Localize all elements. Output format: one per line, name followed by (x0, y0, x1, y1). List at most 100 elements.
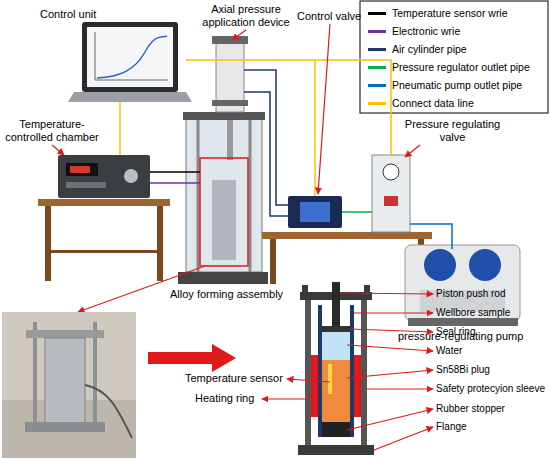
laptop-screen (87, 27, 173, 87)
water (322, 332, 350, 360)
part-label: Pressure regulating valve (400, 118, 505, 144)
part-label: Temperature-controlled chamber (2, 118, 102, 144)
leader-line (232, 30, 246, 40)
photo-cylinder (45, 338, 85, 423)
valve-solenoid (300, 202, 330, 222)
tie-rod (197, 120, 200, 272)
leader-line (347, 345, 433, 351)
cylinder-cap (212, 36, 248, 44)
part-label: Control valve (297, 10, 361, 23)
controller-body (58, 155, 150, 198)
legend-row: Pressure regulator outlet pipe (364, 58, 546, 76)
legend-row: Air cylinder pipe (364, 40, 546, 58)
photo-plate (25, 422, 105, 432)
rubber-stopper (322, 422, 350, 437)
cylinder-cap (212, 100, 248, 106)
controller-knob (124, 169, 138, 183)
tie-rod (249, 120, 252, 272)
part-label: Wellbore sample (436, 306, 510, 319)
legend-text: Air cylinder pipe (392, 43, 467, 55)
leader-line (367, 388, 433, 389)
legend-text: Connect data line (392, 97, 474, 109)
heating-ring (354, 355, 361, 417)
plot-curve (97, 36, 167, 78)
part-label: Alloy forming assembly (170, 288, 283, 301)
push-rod (227, 120, 233, 160)
leader-line (318, 24, 330, 194)
legend-text: Temperature sensor wrie (392, 7, 508, 19)
sensor-wire (150, 171, 200, 173)
air-pipe (244, 92, 288, 216)
flange (298, 445, 374, 455)
table-leg (45, 206, 51, 281)
chamber-glass (186, 118, 262, 272)
legend-swatch (368, 102, 386, 105)
pump-motor (469, 249, 501, 281)
wellbore-wall (318, 305, 322, 437)
part-label: Water (436, 344, 462, 357)
highlight-outline (200, 158, 248, 266)
regulator-body (372, 155, 410, 232)
data-line (314, 60, 316, 196)
pump-pipe (410, 224, 452, 249)
table-bar (51, 250, 157, 253)
assembly-photo (2, 312, 136, 458)
legend-row: Temperature sensor wrie (364, 4, 546, 22)
legend-text: Electronic wrie (392, 25, 460, 37)
heating-ring (311, 355, 318, 417)
data-line (186, 60, 391, 155)
temperature-probe (328, 364, 332, 394)
part-label: Axial pressure application device (196, 3, 296, 29)
safety-sleeve-wall (361, 300, 367, 445)
pressure-gauge (383, 164, 399, 180)
valve-body (288, 196, 342, 228)
part-label: Sn58Bi plug (436, 363, 490, 376)
wellbore-wall (350, 305, 354, 437)
legend-swatch (368, 84, 386, 87)
part-leaders (262, 293, 433, 450)
seal-ring (322, 326, 350, 332)
electronic-wire (150, 182, 200, 184)
part-label: Safety protecyion sleeve (436, 382, 545, 395)
assembly-schematic (298, 282, 374, 455)
table-top (38, 199, 170, 206)
pressure-regulating-valve (372, 155, 410, 232)
left-table (38, 199, 170, 281)
display-digits (70, 166, 90, 173)
controller-buttons (66, 182, 106, 188)
legend: Temperature sensor wrieElectronic wrieAi… (364, 4, 546, 112)
part-label: Flange (436, 420, 467, 433)
part-label: Heating ring (195, 392, 254, 405)
table-leg (270, 239, 276, 284)
part-label: Temperature sensor (185, 372, 283, 385)
safety-sleeve-wall (305, 300, 311, 445)
bolt-head (302, 285, 308, 292)
table-leg (157, 206, 163, 281)
alloy-plug (322, 360, 350, 422)
legend-frame (360, 1, 548, 113)
temperature-controller (58, 155, 150, 198)
legend-swatch (368, 30, 386, 33)
axial-pressure-device (178, 36, 268, 284)
laptop-frame (82, 22, 178, 92)
legend-row: Electronic wrie (364, 22, 546, 40)
leader-line (287, 379, 330, 382)
control-valve (288, 196, 342, 228)
piston-rod (332, 282, 340, 328)
pump-motor (424, 249, 456, 281)
legend-text: Pressure regulator outlet pipe (392, 61, 530, 73)
part-label: Control unit (40, 8, 96, 21)
legend-row: Connect data line (364, 94, 546, 112)
regulator-knob (384, 196, 398, 206)
legend-swatch (368, 66, 386, 69)
legend-swatch (368, 12, 386, 15)
leader-line (347, 370, 433, 378)
plot-axes (95, 32, 168, 80)
photo-cable (85, 385, 132, 438)
bolt-head (364, 285, 370, 292)
leader-line (405, 145, 420, 157)
legend-text: Pneumatic pump outlet pipe (392, 79, 522, 91)
forming-assembly (212, 180, 236, 260)
leader-line (262, 398, 311, 399)
